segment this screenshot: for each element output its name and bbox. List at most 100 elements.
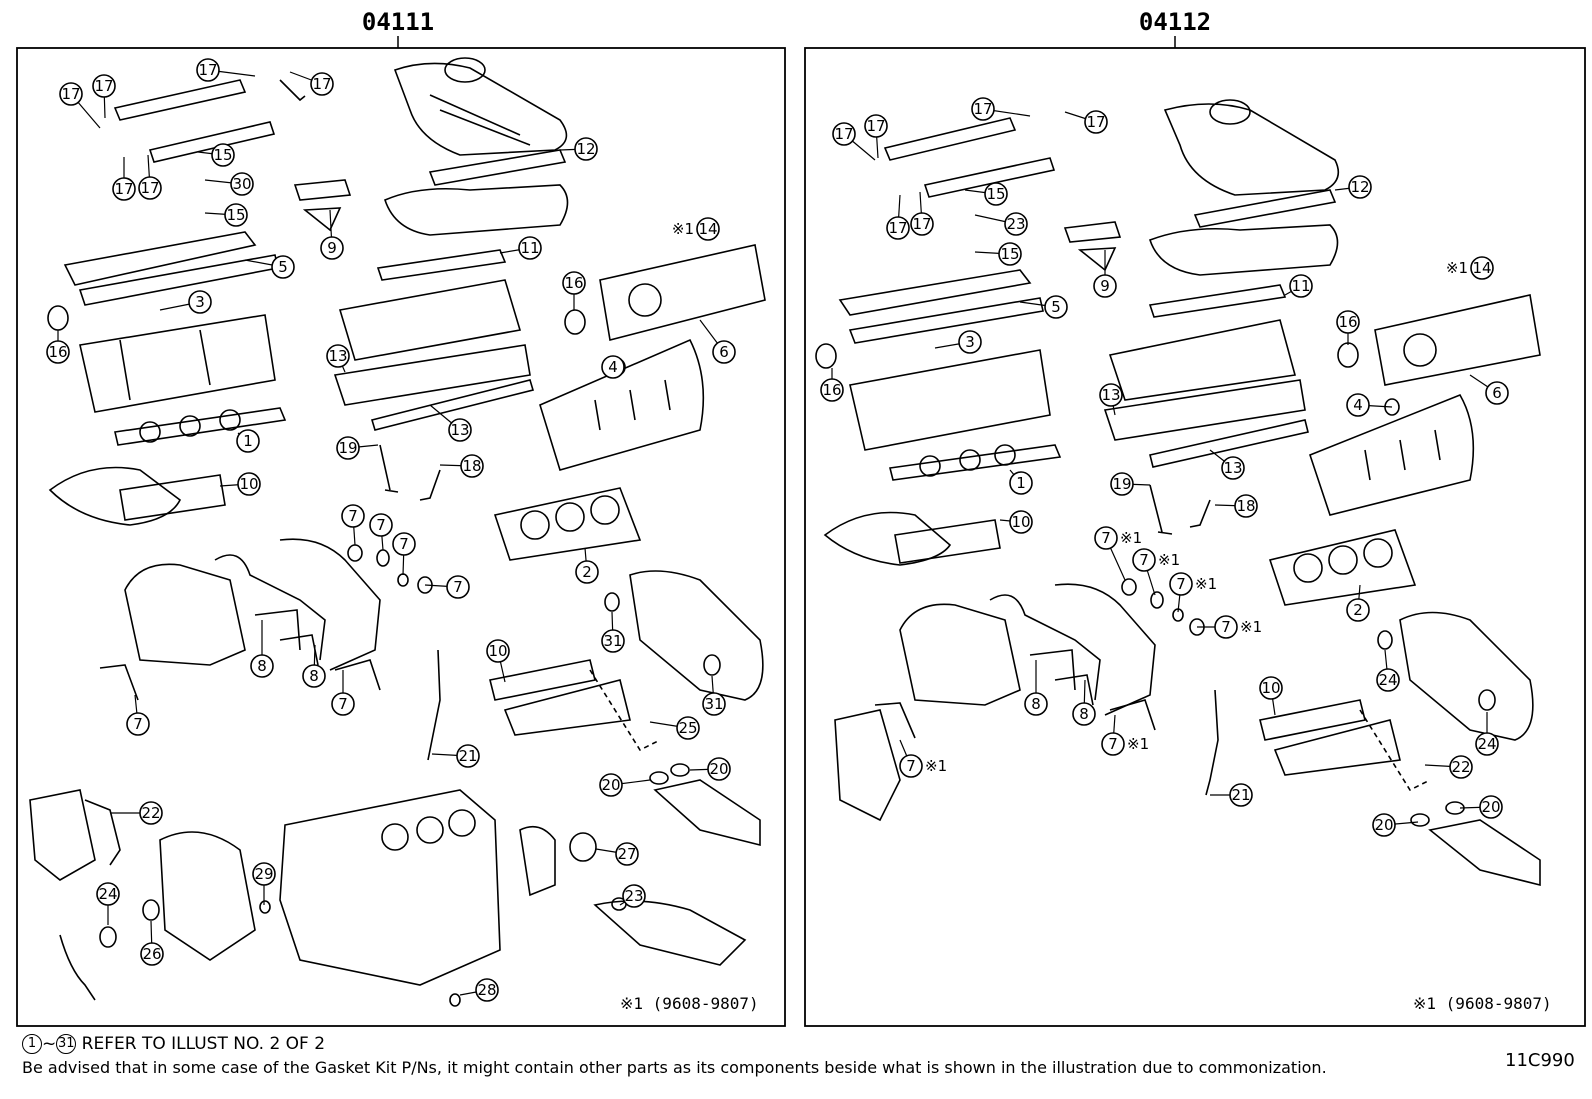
- callout-number: 10: [1261, 679, 1280, 697]
- callout-2: 2: [575, 547, 599, 584]
- callout-number: 17: [61, 85, 80, 103]
- callout-number: 7: [338, 695, 348, 713]
- callout-number: 7: [376, 516, 386, 534]
- callout-16: 16: [46, 330, 70, 364]
- callout-number: 7: [453, 578, 463, 596]
- callout-7: 7: [369, 513, 393, 551]
- callout-number: 19: [338, 439, 357, 457]
- callout-20: 20: [1459, 795, 1503, 819]
- callout-number: 17: [866, 117, 885, 135]
- callout-3: 3: [159, 290, 212, 314]
- callout-number: 20: [1374, 816, 1393, 834]
- callout-number: 28: [477, 981, 496, 999]
- callout-10: 10: [486, 639, 510, 683]
- left-panel: [16, 47, 786, 1027]
- callout-number: 12: [1350, 178, 1369, 196]
- callout-21: 21: [1210, 783, 1253, 807]
- callout-17: 17: [832, 122, 876, 161]
- callout-4: 4: [1346, 393, 1393, 417]
- callout-number: 9: [327, 239, 337, 257]
- callout-number: 4: [1353, 396, 1363, 414]
- callout-18: 18: [439, 454, 484, 478]
- callout-7: 7: [331, 670, 355, 716]
- callout-11: 11: [499, 236, 542, 260]
- callout-8: 8: [1072, 679, 1096, 726]
- callout-16: 16: [1336, 310, 1360, 345]
- callout-number: 16: [564, 274, 583, 292]
- callout-number: 18: [462, 457, 481, 475]
- callout-7: 7: [341, 504, 365, 546]
- callout-16: 16: [820, 368, 844, 402]
- callout-7: 7※1: [1132, 548, 1180, 596]
- callout-suffix: ※1: [1158, 551, 1180, 569]
- callout-9: 9: [1093, 250, 1117, 298]
- callout-number: 13: [1223, 459, 1242, 477]
- callout-number: 11: [1291, 277, 1310, 295]
- callout-17: 17: [196, 58, 256, 82]
- callout-6: 6: [699, 319, 736, 364]
- callout-prefix: ※1: [1446, 259, 1468, 277]
- callout-17: 17: [864, 114, 888, 159]
- callout-number: 3: [195, 293, 205, 311]
- refer-note: 1~31 REFER TO ILLUST NO. 2 OF 2: [22, 1034, 325, 1054]
- callout-23: 23: [974, 212, 1028, 236]
- callout-number: 10: [1011, 513, 1030, 531]
- callout-number: 20: [1481, 798, 1500, 816]
- callout-7: 7: [424, 575, 470, 599]
- callout-number: 18: [1236, 497, 1255, 515]
- callout-17: 17: [886, 194, 910, 240]
- callout-number: 6: [719, 343, 729, 361]
- callout-22: 22: [1424, 755, 1473, 779]
- callout-27: 27: [595, 842, 639, 866]
- left-note: ※1 (9608-9807): [620, 994, 759, 1013]
- callout-number: 17: [834, 125, 853, 143]
- callout-number: 17: [1086, 113, 1105, 131]
- callout-1: 1: [236, 429, 260, 453]
- callout-number: 31: [704, 695, 723, 713]
- callout-number: 1: [243, 432, 253, 450]
- callout-20: 20: [1372, 813, 1419, 837]
- callout-number: 8: [1031, 695, 1041, 713]
- callout-number: 22: [1451, 758, 1470, 776]
- callout-10: 10: [999, 510, 1033, 534]
- callout-start: 1: [22, 1034, 42, 1054]
- callout-6: 6: [1469, 374, 1509, 405]
- callout-number: 13: [450, 421, 469, 439]
- callout-14: 14※1: [1446, 256, 1494, 280]
- callout-number: 6: [1492, 384, 1502, 402]
- callout-17: 17: [138, 154, 162, 200]
- callout-31: 31: [601, 611, 625, 653]
- callout-number: 10: [239, 475, 258, 493]
- callout-number: 20: [709, 760, 728, 778]
- callout-12: 12: [1334, 175, 1372, 199]
- callout-suffix: ※1: [1240, 618, 1262, 636]
- callout-19: 19: [1110, 472, 1151, 496]
- callout-17: 17: [910, 191, 934, 236]
- callout-9: 9: [320, 209, 344, 260]
- callout-number: 13: [328, 347, 347, 365]
- callout-7: 7※1: [1197, 615, 1262, 639]
- refer-text: REFER TO ILLUST NO. 2 OF 2: [81, 1034, 326, 1054]
- callout-number: 2: [582, 563, 592, 581]
- callout-15: 15: [204, 203, 248, 227]
- callout-number: 2: [1353, 601, 1363, 619]
- callout-1: 1: [1009, 469, 1033, 495]
- callout-number: 3: [965, 333, 975, 351]
- callout-24: 24: [1376, 649, 1400, 692]
- callout-number: 24: [98, 885, 117, 903]
- callout-number: 17: [114, 180, 133, 198]
- callout-24: 24: [1475, 712, 1499, 756]
- callout-number: 7: [399, 535, 409, 553]
- callout-number: 17: [973, 100, 992, 118]
- callout-15: 15: [964, 182, 1008, 206]
- callout-23: 23: [619, 884, 646, 908]
- callout-number: 21: [458, 747, 477, 765]
- callout-7: 7※1: [1101, 714, 1149, 756]
- callout-number: 7: [1176, 575, 1186, 593]
- callout-number: 1: [1016, 474, 1026, 492]
- callout-number: 7: [906, 757, 916, 775]
- callout-number: 12: [576, 140, 595, 158]
- callout-4: 4: [601, 355, 625, 379]
- callout-number: 27: [617, 845, 636, 863]
